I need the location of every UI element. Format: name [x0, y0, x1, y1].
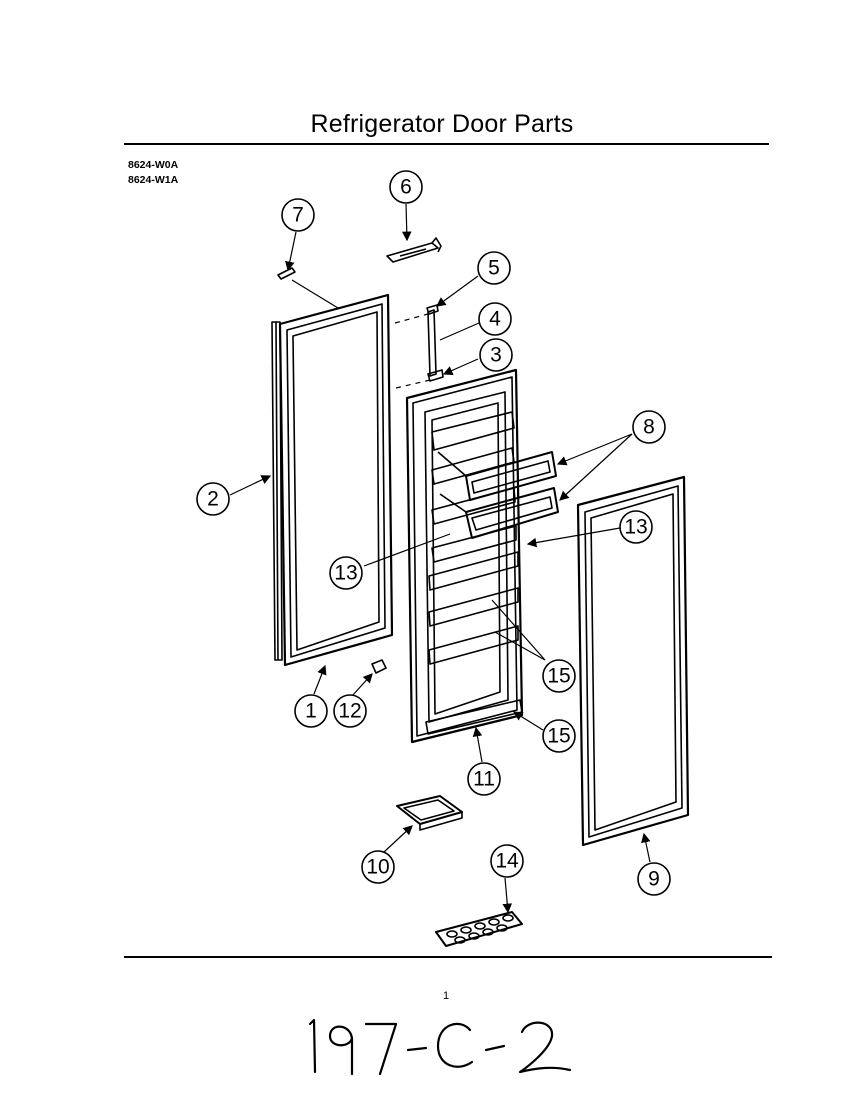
callout-label: 3	[490, 344, 502, 367]
hinge-pin-assembly-parts-3-4-5	[426, 304, 444, 382]
callout-label: 14	[495, 850, 519, 873]
callout-13-right: 13	[619, 510, 653, 544]
callout-label: 1	[305, 700, 317, 723]
title-rule	[124, 143, 769, 145]
page-number: 1	[443, 990, 450, 1002]
callout-5: 5	[477, 251, 511, 285]
callout-2: 2	[196, 482, 230, 516]
door-bins-part-8	[437, 451, 559, 539]
page-title: Refrigerator Door Parts	[310, 110, 574, 138]
alignment-lines	[394, 313, 431, 389]
callout-label: 15	[547, 725, 570, 748]
bottom-rule	[124, 956, 772, 958]
callout-label: 6	[400, 176, 412, 199]
callout-label: 13	[334, 562, 357, 585]
callout-4: 4	[478, 302, 512, 336]
model-numbers: 8624-W0A 8624-W1A	[128, 158, 178, 188]
callout-label: 5	[488, 257, 500, 280]
callout-label: 11	[473, 768, 495, 791]
callout-9: 9	[637, 862, 671, 896]
freezer-door-gasket-part-1	[278, 293, 394, 667]
callouts: 6 7 5 4 3 8 2 13 13 15 1 12 15 11 14 10 …	[196, 170, 671, 896]
egg-tray-part-14	[435, 911, 523, 947]
handwritten-code-197-C-2	[308, 1018, 572, 1076]
callout-label: 2	[207, 488, 219, 511]
callout-11: 11	[467, 762, 501, 796]
callout-10: 10	[361, 850, 395, 884]
hinge-bracket-part-6	[386, 237, 442, 263]
tray-part-10	[396, 795, 463, 831]
refrigerator-door-gasket-part-9	[576, 475, 690, 847]
callout-1: 1	[294, 694, 328, 728]
callout-15-upper: 15	[542, 659, 576, 693]
callout-3: 3	[479, 338, 513, 372]
callout-label: 10	[366, 856, 389, 879]
callout-7: 7	[281, 198, 315, 232]
leader-lines	[229, 203, 651, 914]
callout-label: 7	[292, 204, 304, 227]
callout-label: 9	[648, 868, 660, 891]
door-gasket-strip-part-2	[271, 321, 283, 661]
callout-8: 8	[632, 410, 666, 444]
callout-label: 13	[624, 516, 647, 539]
callout-14: 14	[490, 844, 524, 878]
callout-13-left: 13	[329, 556, 363, 590]
callout-15-lower: 15	[542, 719, 576, 753]
callout-12: 12	[333, 694, 367, 728]
callout-label: 15	[547, 665, 570, 688]
callout-6: 6	[389, 170, 423, 204]
callout-label: 4	[489, 308, 501, 331]
pin-part-7	[277, 267, 296, 280]
callout-label: 8	[643, 416, 655, 439]
model-number: 8624-W0A	[128, 159, 179, 171]
model-number: 8624-W1A	[128, 174, 179, 186]
callout-label: 12	[338, 700, 361, 723]
clip-part-12	[371, 659, 387, 674]
